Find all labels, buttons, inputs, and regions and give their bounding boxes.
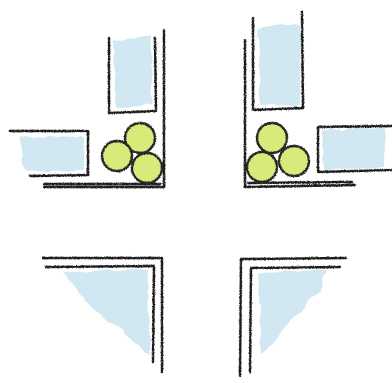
- tree-icon: [102, 141, 132, 171]
- tree-icon: [247, 152, 277, 182]
- bottom-left-block: [43, 258, 162, 372]
- water-fill: [113, 36, 152, 108]
- tree-icon: [132, 153, 162, 183]
- tree-cluster-right: [247, 123, 309, 182]
- tree-cluster-left: [102, 123, 162, 183]
- bottom-right-block: [240, 258, 346, 376]
- tree-icon: [257, 123, 287, 153]
- water-fill: [322, 128, 385, 170]
- tree-icon: [279, 146, 309, 176]
- water-fill: [258, 25, 301, 106]
- water-fill: [62, 270, 150, 355]
- water-fill: [20, 136, 84, 172]
- water-fill: [258, 270, 328, 355]
